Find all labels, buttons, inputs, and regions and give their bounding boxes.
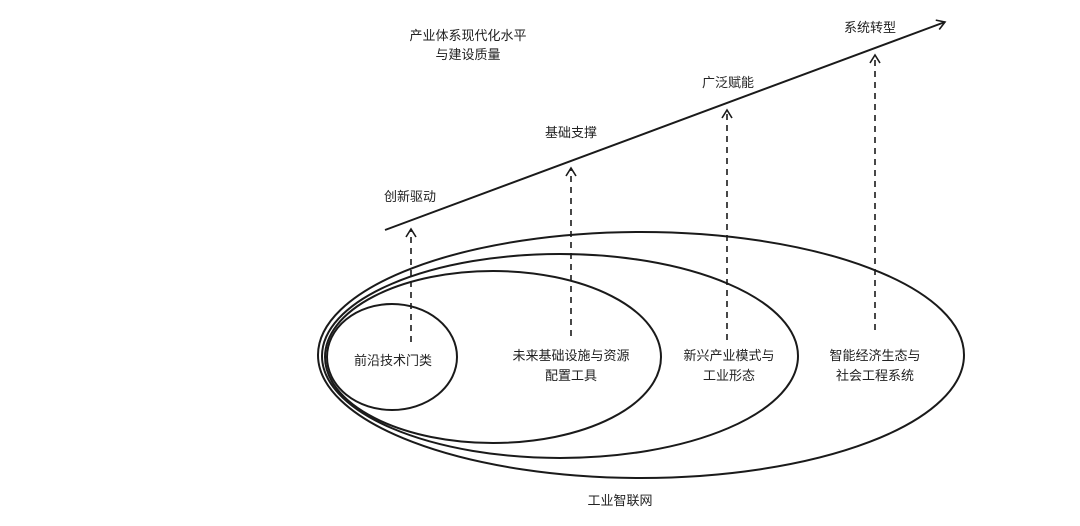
ellipse-inner xyxy=(326,303,458,411)
title-line2: 与建设质量 xyxy=(435,48,500,63)
stage-label-1: 创新驱动 xyxy=(384,189,436,205)
stage-label-3: 广泛赋能 xyxy=(702,76,754,91)
ellipse-second xyxy=(324,270,662,444)
ellipse-outer xyxy=(317,231,965,479)
layer-label-2b: 配置工具 xyxy=(545,369,597,384)
layer-label-4a: 智能经济生态与 xyxy=(829,349,920,364)
layer-label-2a: 未来基础设施与资源 xyxy=(512,349,629,364)
layer-label-3a: 新兴产业模式与 xyxy=(683,348,774,364)
ellipse-third xyxy=(321,253,799,459)
progress-arrow xyxy=(384,19,947,231)
layer-label-1: 前沿技术门类 xyxy=(354,353,432,369)
layer-label-3b: 工业形态 xyxy=(703,369,755,384)
layer-label-4b: 社会工程系统 xyxy=(836,368,914,384)
stage-label-2: 基础支撑 xyxy=(545,126,597,141)
title-line1: 产业体系现代化水平 xyxy=(409,29,526,44)
stage-label-4: 系统转型 xyxy=(844,21,896,36)
base-label: 工业智联网 xyxy=(587,494,652,509)
